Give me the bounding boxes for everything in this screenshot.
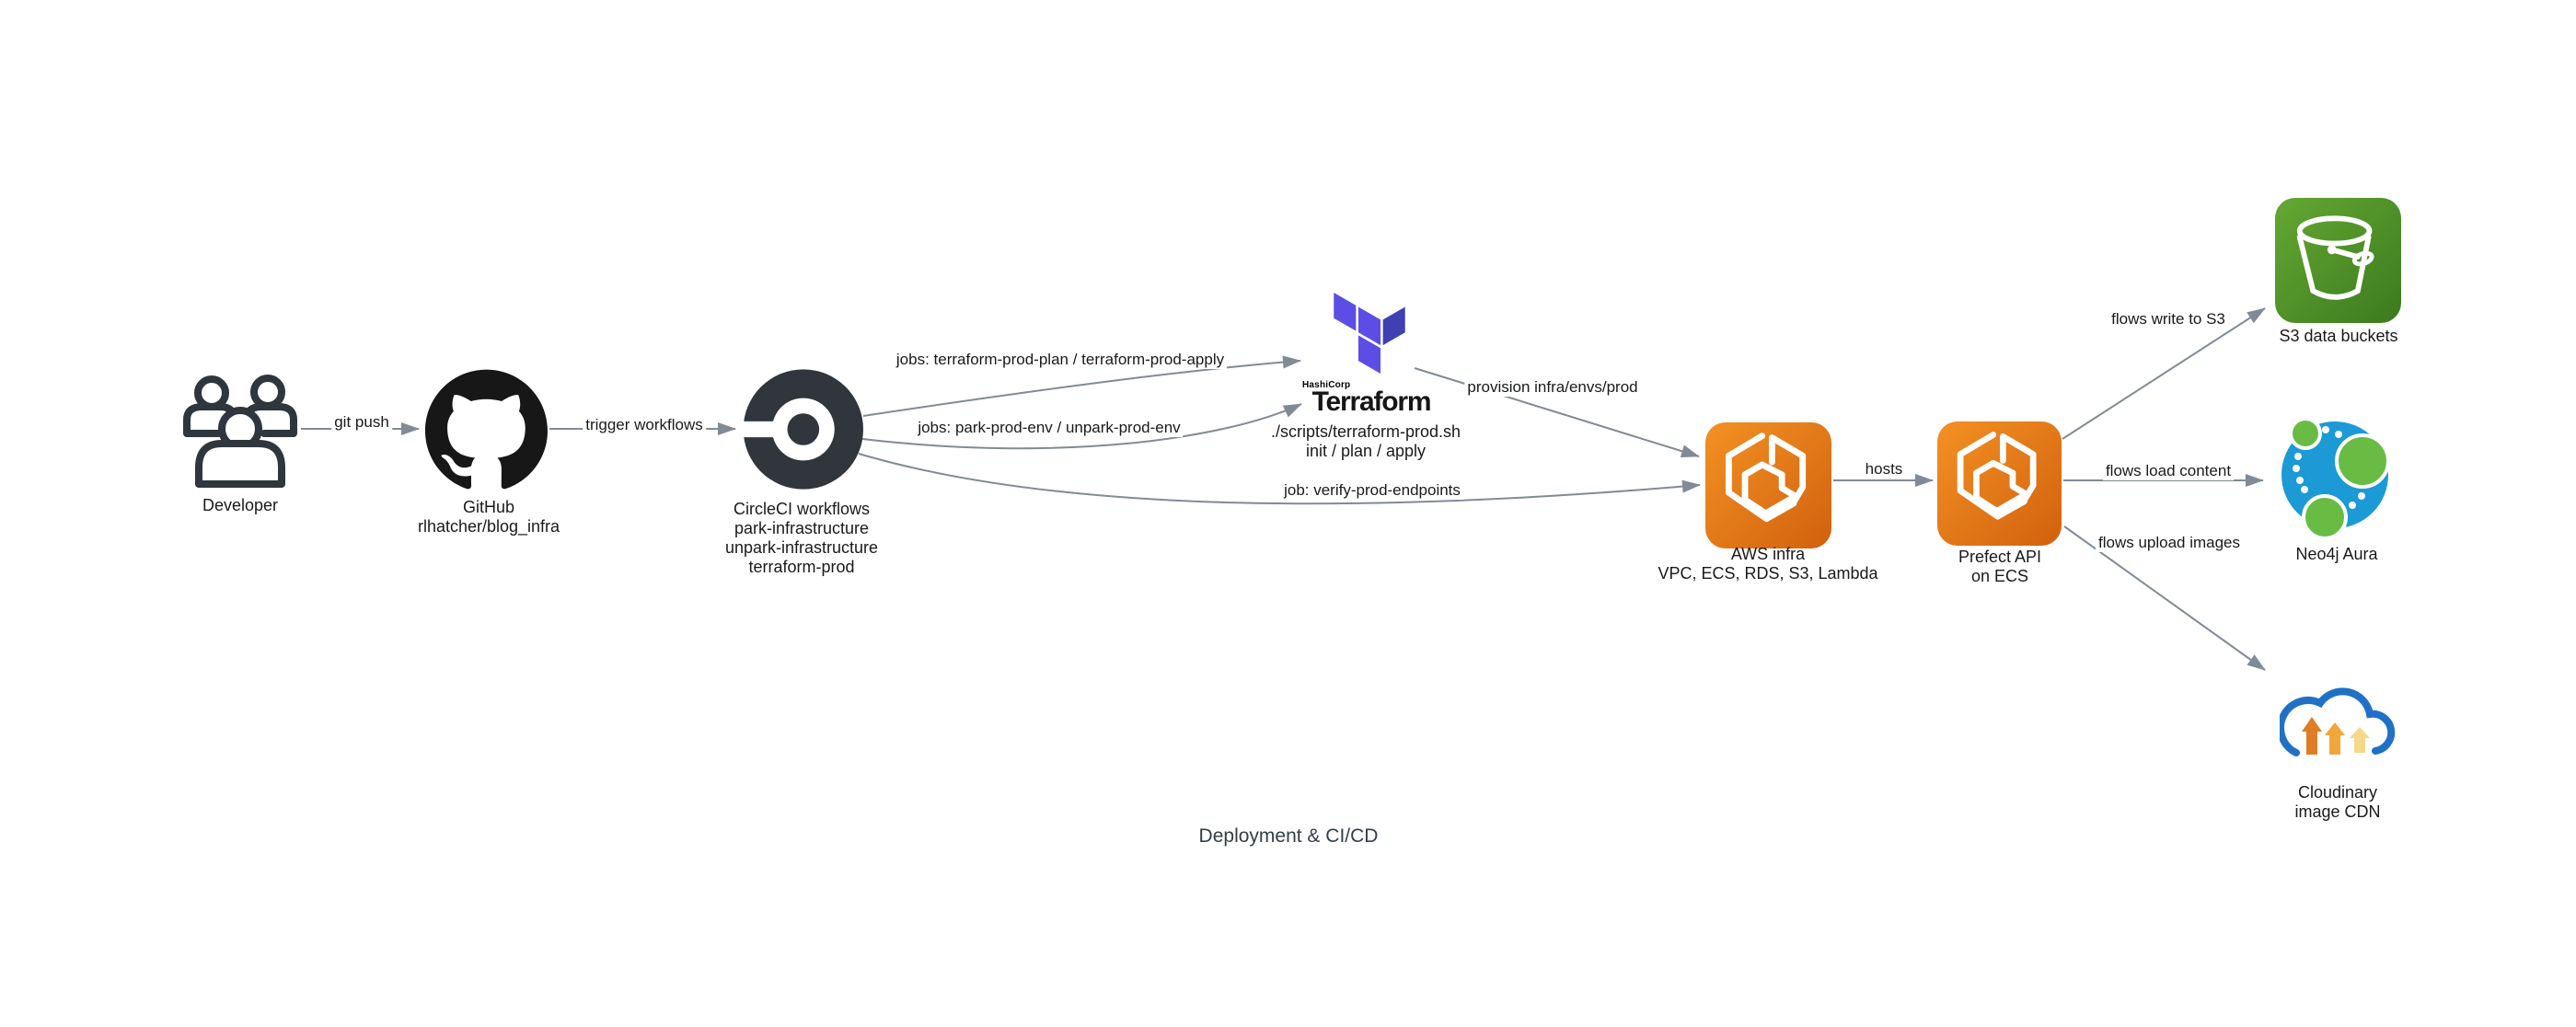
cloudinary-icon[interactable]: [2277, 677, 2396, 766]
developer-icon[interactable]: [178, 366, 303, 488]
edge-circleci-to-terraform-plan: [862, 355, 1301, 417]
edge-label-trigger-workflows: trigger workflows: [583, 416, 706, 434]
neo4j-label: Neo4j Aura: [2295, 545, 2378, 563]
edge-label-jobs-park: jobs: park-prod-env / unpark-prod-env: [915, 419, 1184, 437]
terraform-wordmark: Terraform: [1311, 387, 1432, 417]
github-label: GitHub rlhatcher/blog_infra: [418, 498, 560, 537]
terraform-label: ./scripts/terraform-prod.sh init / plan …: [1271, 422, 1461, 461]
edge-label-jobs-terraform: jobs: terraform-prod-plan / terraform-pr…: [893, 351, 1228, 369]
terraform-icon[interactable]: [1329, 293, 1410, 374]
edge-label-job-verify: job: verify-prod-endpoints: [1281, 481, 1463, 500]
circleci-icon[interactable]: [741, 368, 863, 490]
circleci-label: CircleCI workflows park-infrastructure u…: [725, 500, 878, 577]
circleci-label-line4: terraform-prod: [748, 558, 855, 576]
edge-label-flows-load-content: flows load content: [2102, 462, 2235, 480]
github-label-line1: GitHub: [462, 498, 515, 516]
aws-infra-label: AWS infra VPC, ECS, RDS, S3, Lambda: [1658, 545, 1877, 583]
edge-prefect-to-s3: [2062, 307, 2266, 440]
edge-label-provision: provision infra/envs/prod: [1464, 378, 1641, 397]
circleci-label-line3: unpark-infrastructure: [724, 538, 879, 557]
cloudinary-label: Cloudinary image CDN: [2294, 783, 2380, 822]
prefect-icon[interactable]: [1937, 421, 2062, 546]
terraform-label-line1: ./scripts/terraform-prod.sh: [1270, 422, 1461, 441]
circleci-label-line1: CircleCI workflows: [733, 500, 871, 518]
s3-bucket-icon[interactable]: [2275, 198, 2401, 323]
diagram-title: Deployment & CI/CD: [1198, 825, 1379, 847]
developer-label: Developer: [202, 496, 279, 514]
prefect-label-line2: on ECS: [1970, 567, 2029, 585]
neo4j-icon[interactable]: [2280, 417, 2393, 540]
edge-label-flows-upload-images: flows upload images: [2095, 534, 2244, 552]
cloudinary-label-line2: image CDN: [2294, 802, 2381, 821]
s3-label: S3 data buckets: [2279, 327, 2398, 345]
prefect-label: Prefect API on ECS: [1958, 548, 2041, 586]
edge-label-git-push: git push: [331, 413, 392, 432]
edge-circleci-to-terraform-park: [861, 403, 1302, 450]
terraform-brand-text: HashiCorp: [1302, 380, 1351, 390]
edge-label-hosts: hosts: [1862, 460, 1906, 479]
edge-circleci-to-aws-verify: [858, 453, 1701, 505]
edge-label-flows-write-s3: flows write to S3: [2108, 310, 2228, 329]
ecs-glyph: [1937, 421, 2062, 546]
edge-terraform-to-aws: [1414, 367, 1700, 458]
ecs-glyph: [1705, 422, 1831, 548]
github-label-line2: rlhatcher/blog_infra: [417, 517, 560, 536]
circleci-label-line2: park-infrastructure: [734, 519, 870, 537]
aws-infra-icon[interactable]: [1705, 422, 1831, 548]
aws-label-line1: AWS infra: [1730, 545, 1806, 563]
aws-label-line2: VPC, ECS, RDS, S3, Lambda: [1658, 564, 1878, 583]
cloudinary-label-line1: Cloudinary: [2297, 783, 2378, 802]
github-icon[interactable]: [425, 368, 548, 490]
prefect-label-line1: Prefect API: [1958, 548, 2042, 566]
terraform-label-line2: init / plan / apply: [1305, 442, 1427, 460]
